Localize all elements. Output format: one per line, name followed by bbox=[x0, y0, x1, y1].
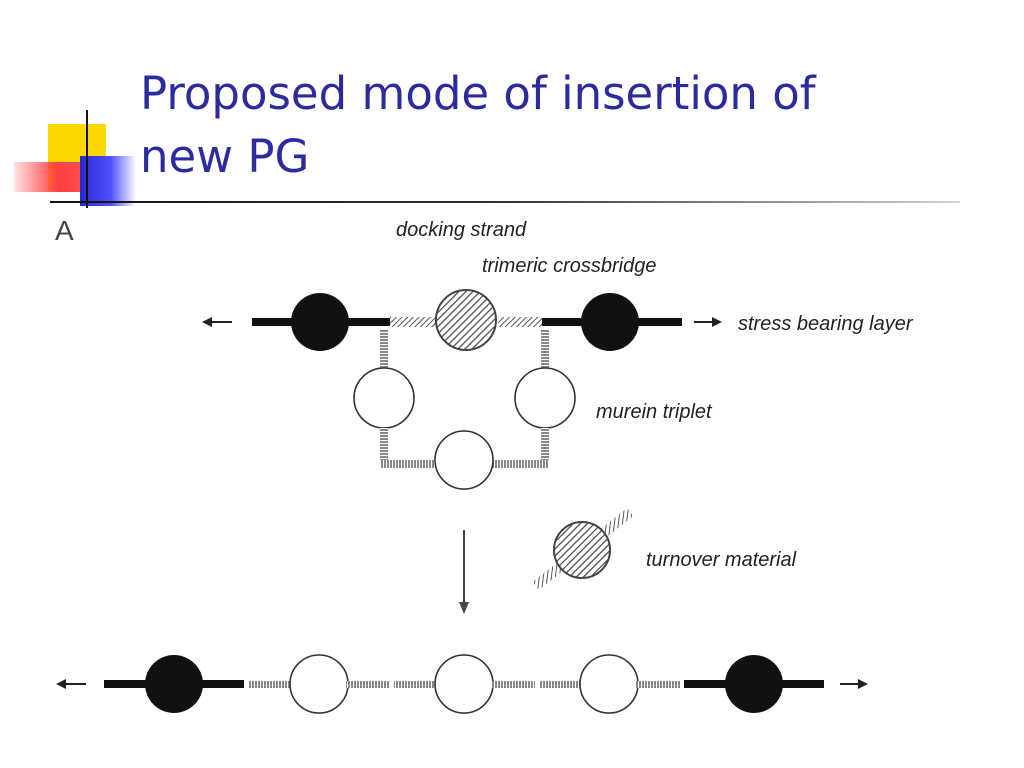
trimeric-crossbridge bbox=[435, 289, 497, 351]
decor-vertical-line bbox=[86, 110, 88, 208]
stress-bearing-layer-top bbox=[202, 289, 722, 351]
panel-label: A bbox=[55, 215, 74, 246]
turnover-material bbox=[532, 508, 634, 590]
label-trimeric-crossbridge: trimeric crossbridge bbox=[482, 255, 656, 277]
label-docking-strand: docking strand bbox=[396, 219, 527, 241]
slide-title: Proposed mode of insertion of new PG bbox=[140, 67, 816, 183]
label-turnover-material: turnover material bbox=[646, 549, 797, 571]
decor-blue-square bbox=[80, 156, 136, 206]
title-underline bbox=[50, 201, 960, 203]
murein-triplet bbox=[353, 330, 576, 490]
label-murein-triplet: murein triplet bbox=[596, 401, 713, 423]
decor-red-bar bbox=[14, 162, 88, 192]
stress-bearing-layer-bottom bbox=[56, 654, 868, 714]
label-stress-bearing-layer: stress bearing layer bbox=[738, 313, 914, 335]
down-arrow bbox=[459, 530, 469, 614]
